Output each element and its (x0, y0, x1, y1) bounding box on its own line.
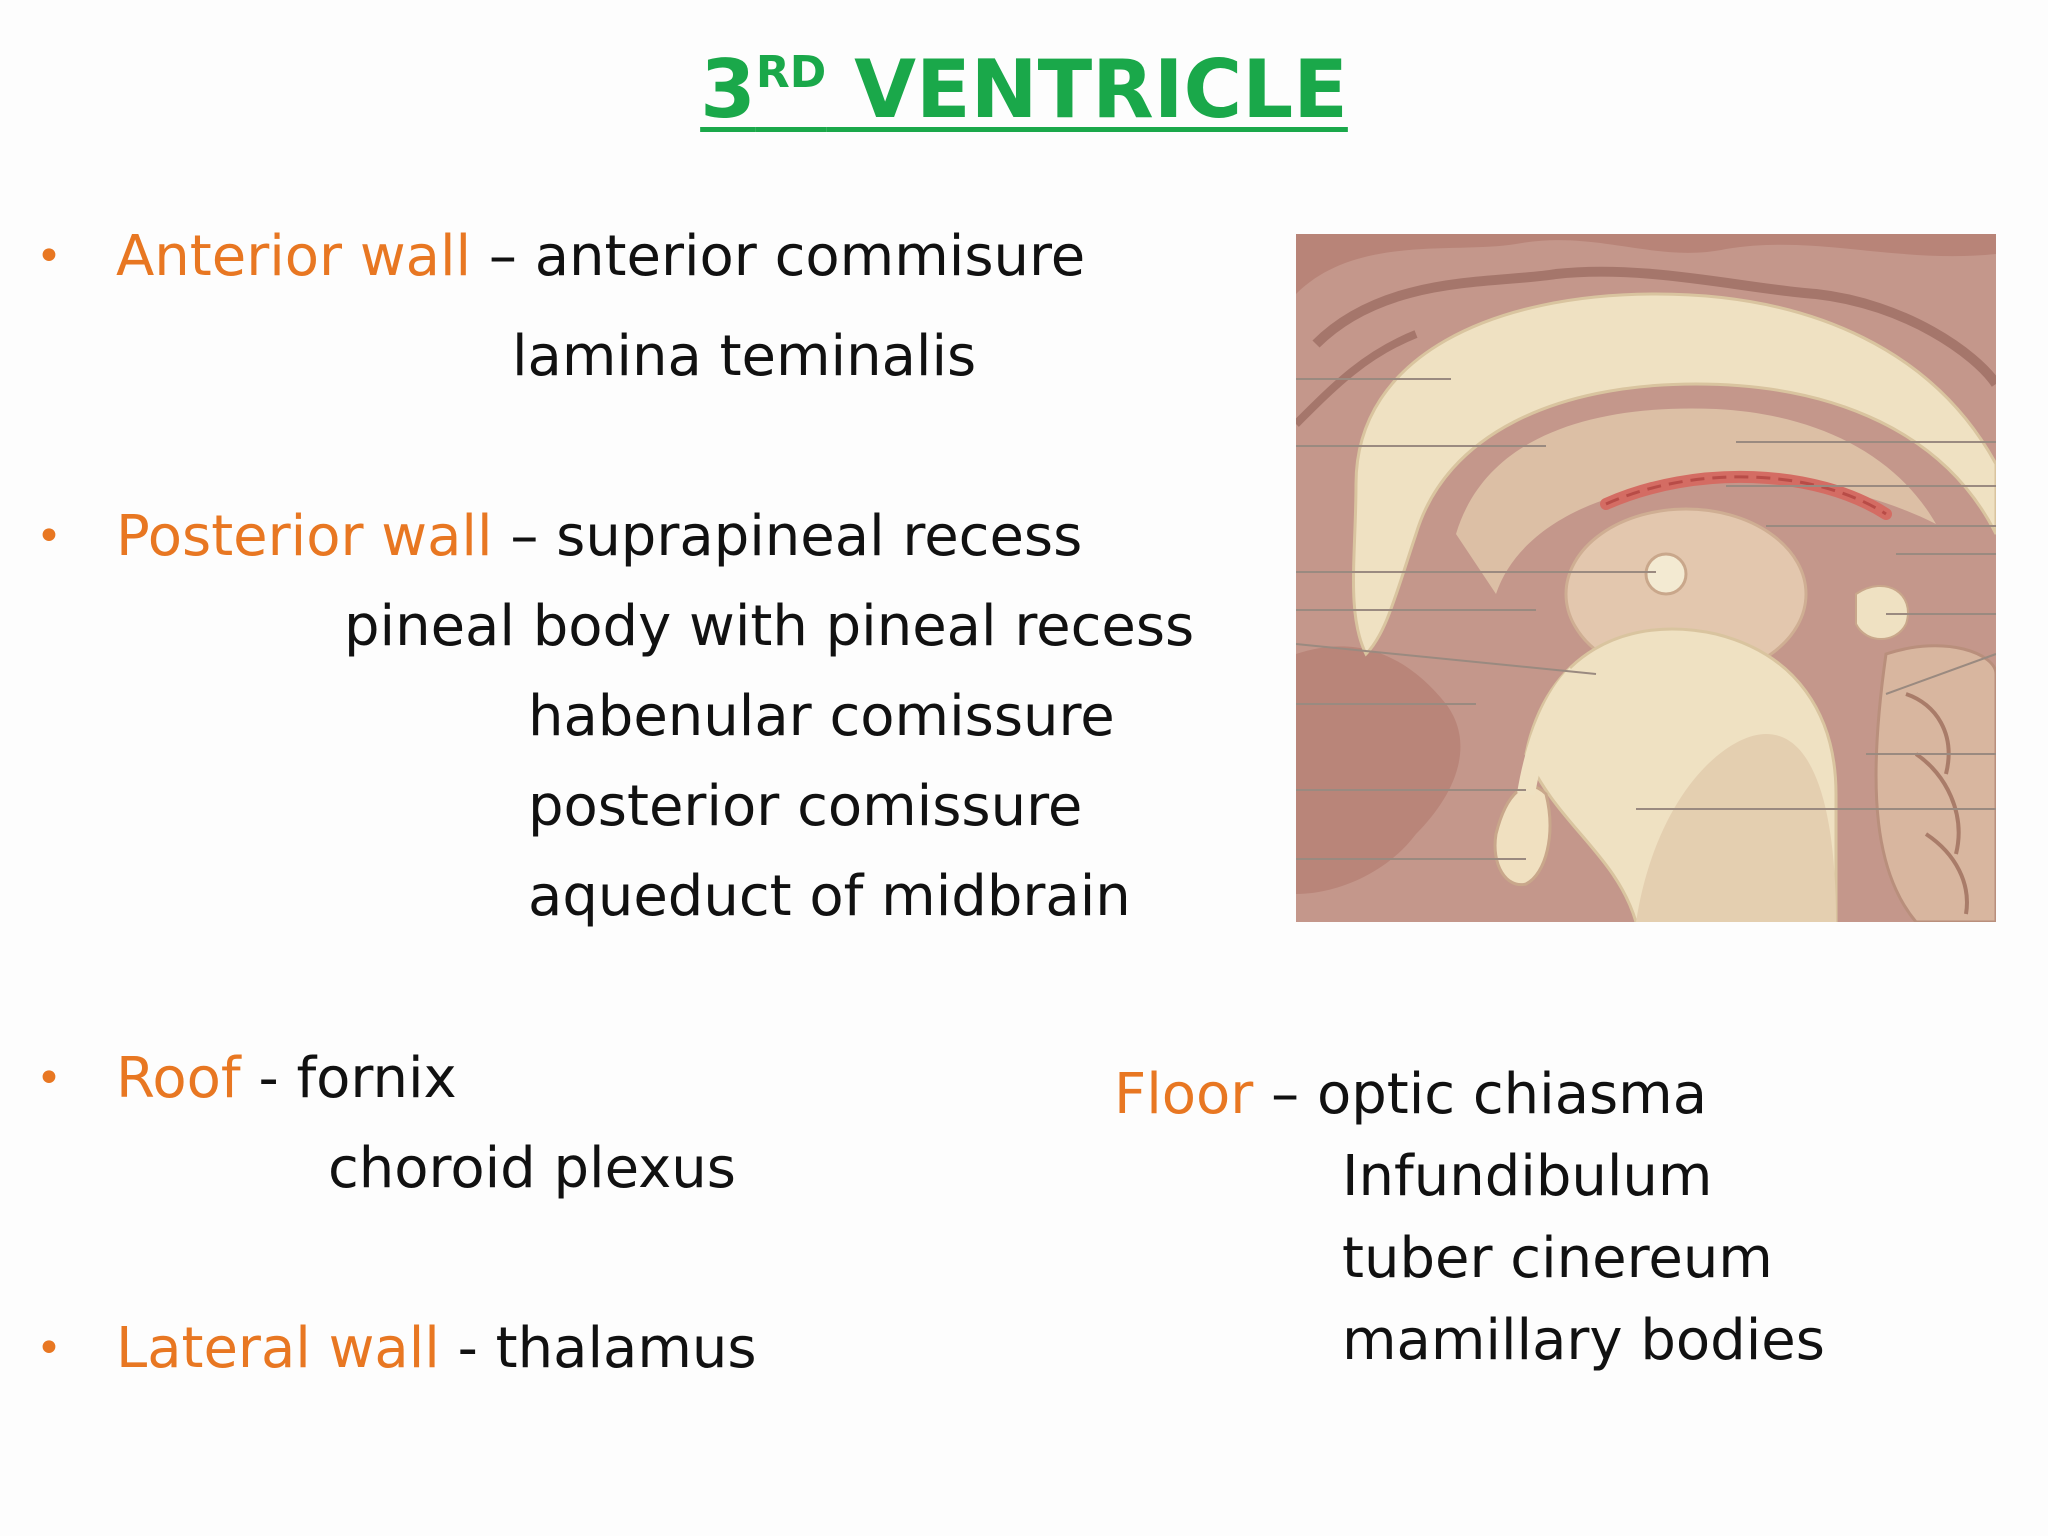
floor-label: Floor (1114, 1062, 1254, 1127)
roof-item: choroid plexus (328, 1136, 736, 1201)
lateral-wall-label: Lateral wall (116, 1316, 440, 1381)
posterior-item: suprapineal recess (556, 504, 1083, 569)
title-text: 3RD VENTRICLE (700, 43, 1348, 136)
posterior-item: aqueduct of midbrain (528, 864, 1131, 929)
brain-sagittal-section-illustration (1296, 234, 1996, 922)
title-number: 3 (700, 43, 756, 136)
bullet-roof: • (36, 1053, 62, 1104)
lateral-wall-line: Lateral wall - thalamus (116, 1314, 757, 1384)
posterior-item: habenular comissure (528, 684, 1115, 749)
floor-item: Infundibulum (1342, 1144, 1713, 1209)
posterior-wall-line: Posterior wall – suprapineal recess (116, 502, 1082, 572)
anterior-item: anterior commisure (534, 224, 1086, 289)
floor-line: Floor – optic chiasma (1114, 1060, 1707, 1130)
brain-illustration-svg (1296, 234, 1996, 922)
title-word: VENTRICLE (826, 43, 1348, 136)
floor-item: tuber cinereum (1342, 1226, 1773, 1291)
floor-item: optic chiasma (1316, 1062, 1708, 1127)
posterior-wall-label: Posterior wall (116, 504, 493, 569)
lateral-item: thalamus (495, 1316, 757, 1381)
bullet-lateral: • (36, 1323, 62, 1374)
posterior-separator: – (492, 504, 557, 569)
anterior-wall-line: Anterior wall – anterior commisure (116, 222, 1085, 292)
slide-title: 3RD VENTRICLE (0, 40, 2048, 140)
anterior-item: lamina teminalis (512, 324, 977, 389)
roof-line: Roof - fornix (116, 1044, 457, 1114)
title-superscript: RD (755, 47, 827, 98)
anterior-wall-label: Anterior wall (116, 224, 472, 289)
floor-item: mamillary bodies (1342, 1308, 1825, 1373)
roof-separator: - (240, 1046, 297, 1111)
bullet-posterior: • (36, 511, 62, 562)
anterior-separator: – (471, 224, 535, 289)
roof-label: Roof (116, 1046, 241, 1111)
posterior-item: posterior comissure (528, 774, 1083, 839)
bullet-anterior: • (36, 231, 62, 282)
floor-separator: – (1253, 1062, 1317, 1127)
lateral-separator: - (439, 1316, 496, 1381)
posterior-item: pineal body with pineal recess (344, 594, 1195, 659)
roof-item: fornix (296, 1046, 457, 1111)
